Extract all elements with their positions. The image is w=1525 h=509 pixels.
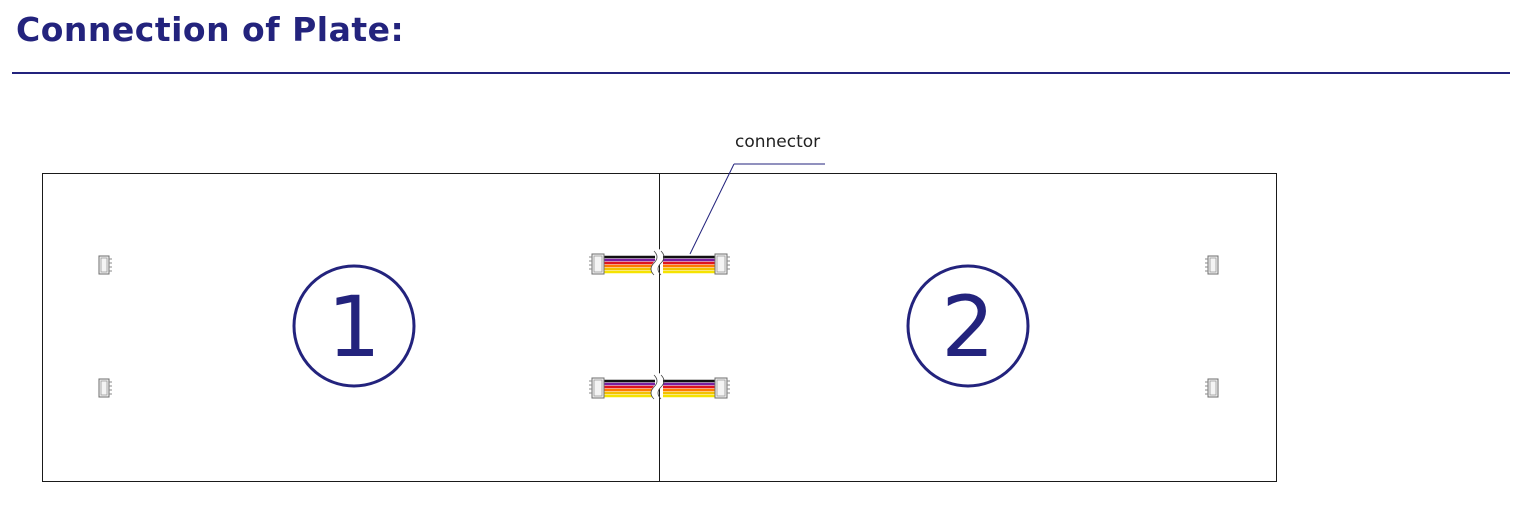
- cable-plug-right: [714, 377, 730, 399]
- connector-annotation: connector: [689, 132, 825, 255]
- connector-label: connector: [735, 132, 820, 152]
- page-title: Connection of Plate:: [16, 10, 405, 49]
- edge-socket-1: [98, 255, 112, 275]
- edge-socket-1-body: [98, 255, 110, 275]
- plate-1-number: 1: [292, 264, 416, 388]
- edge-socket-1-inner: [100, 257, 108, 273]
- cable-harnesses: [589, 248, 730, 402]
- cable-harness-1: [589, 248, 730, 278]
- plate-2-number-circle: [906, 264, 1030, 388]
- edge-socket-2: [98, 378, 112, 398]
- edge-socket-4: [1205, 378, 1219, 398]
- plate-1-number-text: 1: [327, 278, 380, 376]
- cable-plug-right: [714, 253, 730, 275]
- plate-2-number: 2: [906, 264, 1030, 388]
- plate-2: [659, 173, 1277, 482]
- edge-socket-3: [1205, 255, 1219, 275]
- cable-plug-right-body: [714, 253, 728, 275]
- cable-break-mark: [651, 372, 663, 402]
- edge-socket-4-body: [1207, 378, 1219, 398]
- edge-sockets: [98, 255, 1219, 398]
- title-divider: [12, 72, 1510, 74]
- plate-2-number-text: 2: [941, 278, 994, 376]
- edge-socket-3-body: [1207, 255, 1219, 275]
- edge-socket-3-inner: [1209, 257, 1217, 273]
- cable-break-outline: [650, 250, 665, 276]
- edge-socket-4-inner: [1209, 380, 1217, 396]
- plate-1-number-circle: [292, 264, 416, 388]
- cable-plug-left-inner: [593, 255, 603, 273]
- cable-plug-right-inner: [716, 379, 726, 397]
- cable-plug-right-inner: [716, 255, 726, 273]
- cable-plug-left: [589, 377, 605, 399]
- cable-harness-2: [589, 372, 730, 402]
- edge-socket-2-body: [98, 378, 110, 398]
- cable-break-outline: [650, 374, 665, 400]
- cable-plug-left: [589, 253, 605, 275]
- cable-plug-left-body: [591, 377, 605, 399]
- cable-plug-right-body: [714, 377, 728, 399]
- connector-leader-line: [689, 163, 735, 255]
- edge-socket-2-inner: [100, 380, 108, 396]
- cable-break-mark: [651, 248, 663, 278]
- cable-plug-left-inner: [593, 379, 603, 397]
- cable-plug-left-body: [591, 253, 605, 275]
